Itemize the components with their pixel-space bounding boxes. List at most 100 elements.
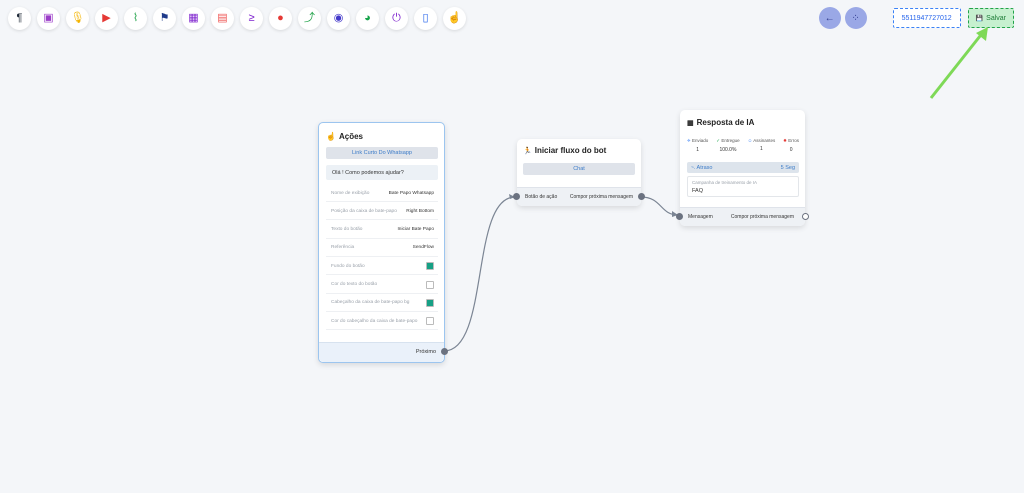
qrcode-tool-button[interactable]: ▦ xyxy=(182,7,205,30)
property-label: Fundo do botão xyxy=(331,263,365,269)
paragraph-tool-button[interactable]: ¶ xyxy=(8,7,31,30)
pointer-tool-icon: ☝ xyxy=(447,12,462,24)
card-tool-icon: ▤ xyxy=(217,12,228,24)
chat-button[interactable]: Chat xyxy=(523,163,635,175)
property-row[interactable]: Nome de exibição Bate Papo Whatsapp xyxy=(326,185,438,202)
tool-palette: ¶ ▣ 🎙 ▶ ⌇ ⚑ ▦ ▤ ≥ ● ⤴ ◉ ◕ ⏻ ▯ ☝ xyxy=(8,7,466,30)
iniciar-input-port[interactable] xyxy=(513,193,520,200)
stat-label: ✓ Entregue xyxy=(716,138,739,144)
plug-tool-button[interactable]: ⏻ xyxy=(385,7,408,30)
color-swatch[interactable] xyxy=(426,262,434,271)
property-row[interactable]: Fundo do botão xyxy=(326,258,438,276)
property-label: Referência xyxy=(331,245,355,251)
compose-next-label: Compor próxima mensagem xyxy=(569,194,633,200)
back-button[interactable]: ← xyxy=(818,7,841,29)
message-label: Mensagem xyxy=(688,214,713,220)
color-swatch[interactable] xyxy=(426,317,434,326)
condition-tool-icon: ≥ xyxy=(248,12,255,24)
image-tool-button[interactable]: ▣ xyxy=(37,7,60,30)
video-tool-icon: ▶ xyxy=(102,12,111,24)
node-resposta-title: ▦ Resposta de IA xyxy=(687,118,754,127)
property-row[interactable]: Cabeçalho da caixa de bate-papo bg xyxy=(326,295,438,312)
map-tool-button[interactable]: ⚑ xyxy=(153,7,176,30)
document-tool-button[interactable]: ▯ xyxy=(414,7,437,30)
resposta-output-port[interactable] xyxy=(802,213,809,220)
stat-label-text: Assinantes xyxy=(753,138,776,143)
greeting-message: Olá ! Como podemos ajudar? xyxy=(326,165,438,180)
iniciar-output-port[interactable] xyxy=(638,193,645,200)
delay-label: ~. Atraso xyxy=(691,165,712,171)
color-swatch[interactable] xyxy=(426,280,434,289)
stat-label-text: Entregue xyxy=(721,138,740,143)
running-person-icon: 🏃 xyxy=(523,147,532,155)
property-value: Bate Papo Whatsapp xyxy=(388,190,434,196)
pointer-tool-button[interactable]: ☝ xyxy=(443,7,466,30)
palette-tool-icon: ◕ xyxy=(364,12,371,24)
campaign-box[interactable]: Campanha de treinamento de IA FAQ xyxy=(687,176,799,197)
condition-tool-button[interactable]: ≥ xyxy=(240,7,263,30)
next-label: Próximo xyxy=(415,349,436,355)
delay-bar[interactable]: ~. Atraso 5 Seg xyxy=(687,162,799,173)
image-tool-icon: ▣ xyxy=(43,12,54,24)
floppy-disk-icon: 💾 xyxy=(975,15,984,22)
save-label: Salvar xyxy=(986,14,1006,22)
acoes-output-port[interactable] xyxy=(441,348,448,355)
connector-iniciar-to-resposta xyxy=(640,196,679,216)
card-tool-button[interactable]: ▤ xyxy=(211,7,234,30)
compose-next-label: Compor próxima mensagem xyxy=(730,214,794,220)
stat-icon: ✓ xyxy=(716,138,721,143)
plug-tool-icon: ⏻ xyxy=(392,12,401,24)
stat-label: ✸ Erros xyxy=(783,138,799,144)
property-value: Iniciar Bate Papo xyxy=(397,227,434,233)
delay-value: 5 Seg xyxy=(780,164,795,171)
pointer-arrowhead xyxy=(976,27,988,41)
chart-tool-icon: ⤴ xyxy=(304,12,315,24)
property-label: Cabeçalho da caixa de bate-papo bg xyxy=(331,300,410,306)
stat-icon: ✸ xyxy=(783,138,787,143)
property-row[interactable]: Texto do botão Iniciar Bate Papo xyxy=(326,222,438,239)
delay-label-text: Atraso xyxy=(696,164,713,171)
property-row[interactable]: Cor do cabeçalho da caixa de bate-papo xyxy=(326,313,438,331)
save-button[interactable]: 💾 Salvar xyxy=(967,8,1014,28)
stat-icon: ✈ xyxy=(687,138,691,143)
stat-label: ☺ Assinantes xyxy=(748,138,776,143)
resposta-input-port[interactable] xyxy=(676,213,683,220)
campaign-label: Campanha de treinamento de IA xyxy=(692,180,758,185)
map-tool-icon: ⚑ xyxy=(159,12,170,24)
attachment-tool-icon: ⌇ xyxy=(132,12,139,24)
palette-tool-button[interactable]: ◕ xyxy=(356,7,379,30)
paragraph-tool-icon: ¶ xyxy=(16,12,23,24)
property-value: Right Bottom xyxy=(406,208,434,214)
property-label: Nome de exibição xyxy=(331,190,370,196)
property-label: Cor do cabeçalho da caixa de bate-papo xyxy=(331,318,418,324)
node-iniciar-fluxo[interactable]: 🏃 Iniciar fluxo do bot Chat Botão de açã… xyxy=(513,139,645,206)
arrow-left-icon: ← xyxy=(824,12,835,24)
property-row[interactable]: Posição da caixa de bate-papo Right Botto… xyxy=(326,203,438,221)
audio-tool-button[interactable]: 🎙 xyxy=(66,7,89,30)
color-swatch[interactable] xyxy=(426,298,434,307)
phone-number-field[interactable]: 5511947727012 xyxy=(892,8,961,28)
video-tool-button[interactable]: ▶ xyxy=(95,7,118,30)
link-whatsapp-button[interactable]: Link Curto Do Whatsapp xyxy=(326,147,438,159)
property-row[interactable]: Cor do texto do botão xyxy=(326,277,438,294)
stat-icon: ☺ xyxy=(747,138,753,143)
bot-tool-icon: ◉ xyxy=(333,12,344,24)
property-label: Posição da caixa de bate-papo xyxy=(331,208,397,214)
node-acoes[interactable]: ☝ Ações Link Curto Do Whatsapp Olá ! Com… xyxy=(318,122,448,363)
grid-button[interactable]: ⁘ xyxy=(844,7,867,29)
chart-tool-button[interactable]: ⤴ xyxy=(298,7,321,30)
node-resposta-bar: Mensagem Compor próxima mensagem xyxy=(680,207,805,226)
drop-tool-button[interactable]: ● xyxy=(269,7,292,30)
node-iniciar-title-text: Iniciar fluxo do bot xyxy=(534,146,607,155)
wave-icon: ~. xyxy=(691,164,696,171)
grid-icon: ⁘ xyxy=(851,12,860,24)
header-actions: ← ⁘ 5511947727012 💾 Salvar xyxy=(818,7,1014,29)
bot-tool-button[interactable]: ◉ xyxy=(327,7,350,30)
property-label: Texto do botão xyxy=(331,227,363,233)
attachment-tool-button[interactable]: ⌇ xyxy=(124,7,147,30)
